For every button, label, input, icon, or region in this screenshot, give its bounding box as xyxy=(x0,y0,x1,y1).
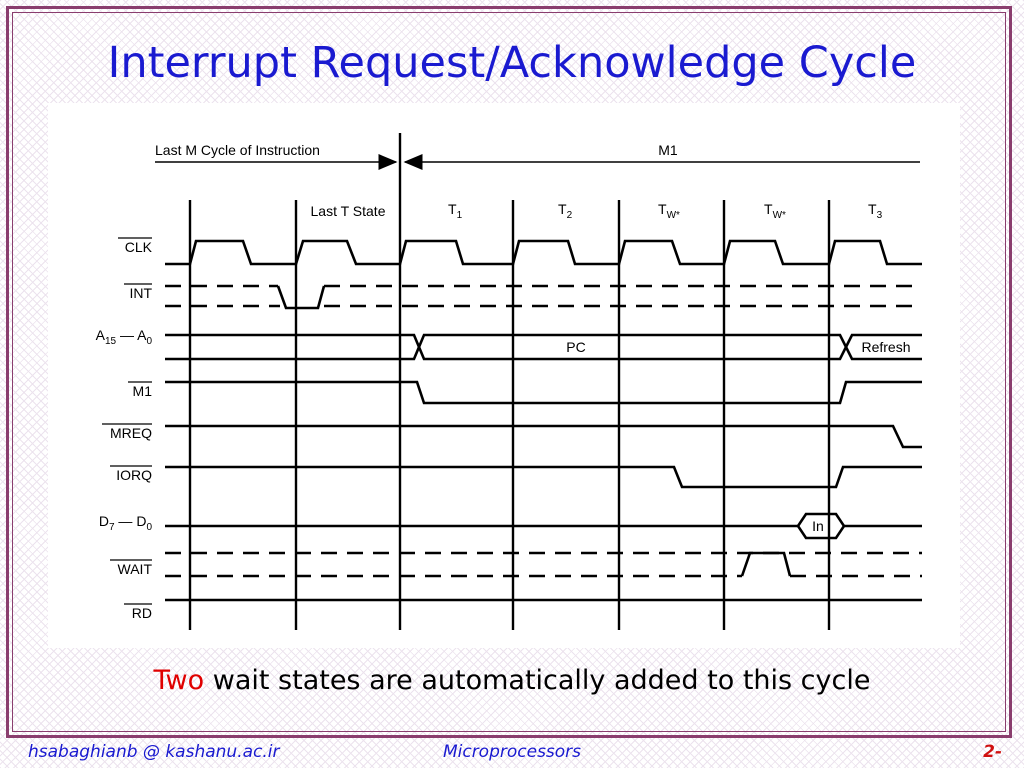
state-label-tw2: TW* xyxy=(764,201,786,221)
footer-divider xyxy=(18,737,1008,738)
slide-caption: Two wait states are automatically added … xyxy=(0,665,1024,696)
last-cycle-label: Last M Cycle of Instruction xyxy=(155,142,320,158)
bus-label-refresh: Refresh xyxy=(861,339,910,355)
bus-label-in: In xyxy=(812,518,824,534)
bus-label-pc: PC xyxy=(566,339,585,355)
pc-label-bg xyxy=(555,338,597,356)
footer-course: Microprocessors xyxy=(442,742,582,762)
mreq-waveform xyxy=(165,424,922,449)
signal-label-clk: CLK xyxy=(125,239,153,255)
caption-text: wait states are automatically added to t… xyxy=(204,665,871,696)
signal-label-wait: WAIT xyxy=(118,561,153,577)
signal-label-int: INT xyxy=(129,285,152,301)
signal-label-iorq: IORQ xyxy=(116,467,152,483)
address-bus-left xyxy=(165,333,421,361)
state-label-t1: T1 xyxy=(448,201,463,221)
timing-diagram: Last M Cycle of Instruction M1 Last T St… xyxy=(48,103,960,648)
m1-cycle-label: M1 xyxy=(658,142,678,158)
footer-author: hsabaghianb @ kashanu.ac.ir xyxy=(28,742,280,762)
clk-waveform xyxy=(165,239,922,266)
signal-label-mreq: MREQ xyxy=(110,425,152,441)
m1-waveform xyxy=(165,380,922,405)
signal-label-data: D7 — D0 xyxy=(99,513,153,533)
state-label-last-t: Last T State xyxy=(311,203,386,219)
address-bus-refresh xyxy=(844,333,922,361)
footer-page-number: 2- xyxy=(983,742,1002,762)
state-label-t3: T3 xyxy=(868,201,883,221)
caption-accent: Two xyxy=(153,665,205,696)
iorq-waveform xyxy=(165,465,922,489)
slide-title: Interrupt Request/Acknowledge Cycle xyxy=(107,38,917,88)
timing-diagram-svg: Last M Cycle of Instruction M1 Last T St… xyxy=(96,133,922,630)
wait-pulse xyxy=(740,551,792,577)
int-pulse xyxy=(276,285,326,310)
signal-label-m1: M1 xyxy=(133,383,153,399)
slide-border-inner xyxy=(12,12,1006,732)
state-label-tw1: TW* xyxy=(658,201,680,221)
state-label-t2: T2 xyxy=(558,201,573,221)
signal-label-rd: RD xyxy=(132,605,152,621)
signal-label-address: A15 — A0 xyxy=(96,327,153,347)
address-bus-pc xyxy=(417,333,848,361)
slide-border-outer xyxy=(6,6,1012,738)
